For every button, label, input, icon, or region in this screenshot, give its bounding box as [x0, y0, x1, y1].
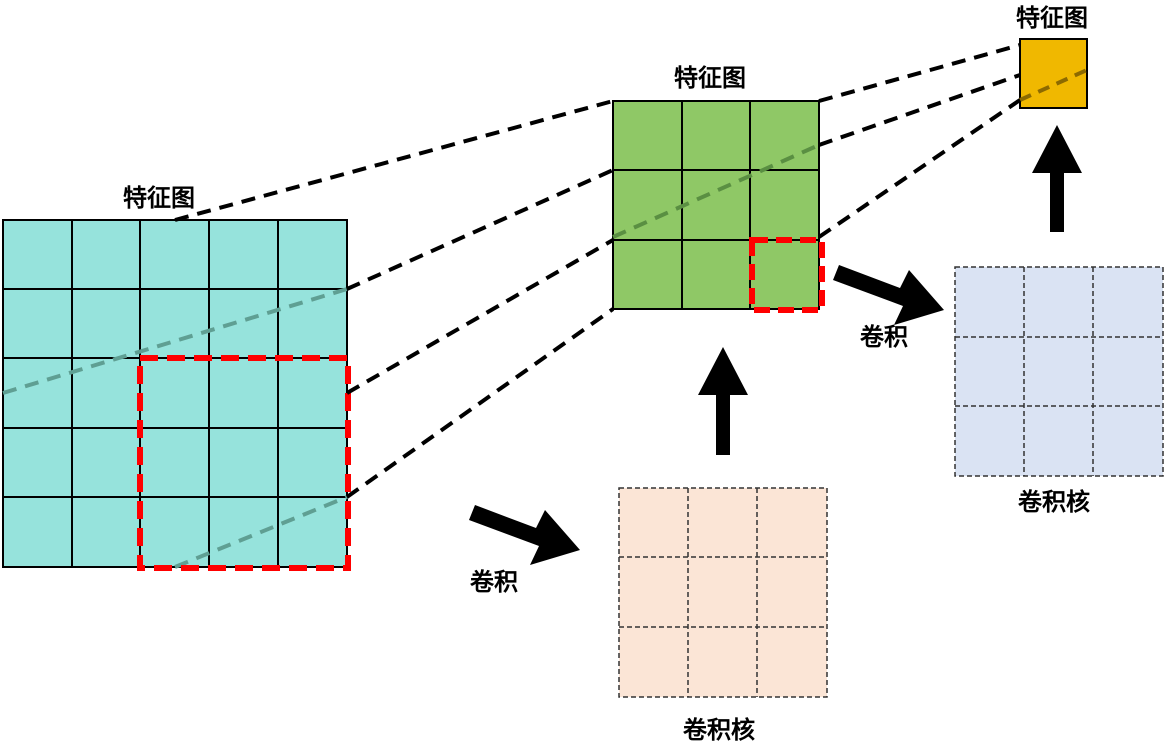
hidden-projection-lines [2, 287, 348, 569]
input-feature-map-label: 特征图 [123, 184, 195, 212]
conv-label-2: 卷积 [860, 323, 908, 351]
up-arrow-2 [1032, 125, 1082, 232]
kernel-2-label: 卷积核 [1018, 488, 1090, 516]
kernel-2 [954, 266, 1164, 477]
kernel-1 [618, 487, 828, 698]
input-feature-map [2, 219, 348, 568]
output-hidden-projection-line [1019, 68, 1088, 102]
projection-lines [174, 43, 1022, 499]
conv-arrow-1 [469, 505, 580, 565]
mid-feature-map-label: 特征图 [674, 64, 746, 92]
kernel-1-label: 卷积核 [683, 716, 755, 744]
conv-label-1: 卷积 [470, 568, 518, 596]
up-arrow-1 [698, 347, 748, 455]
output-feature-map-label: 特征图 [1016, 4, 1088, 32]
mid-hidden-projection-line [612, 143, 820, 239]
input-receptive-field [137, 355, 351, 571]
conv-arrow-2 [833, 265, 944, 325]
mid-feature-map [612, 100, 820, 310]
mid-receptive-field [749, 237, 825, 313]
